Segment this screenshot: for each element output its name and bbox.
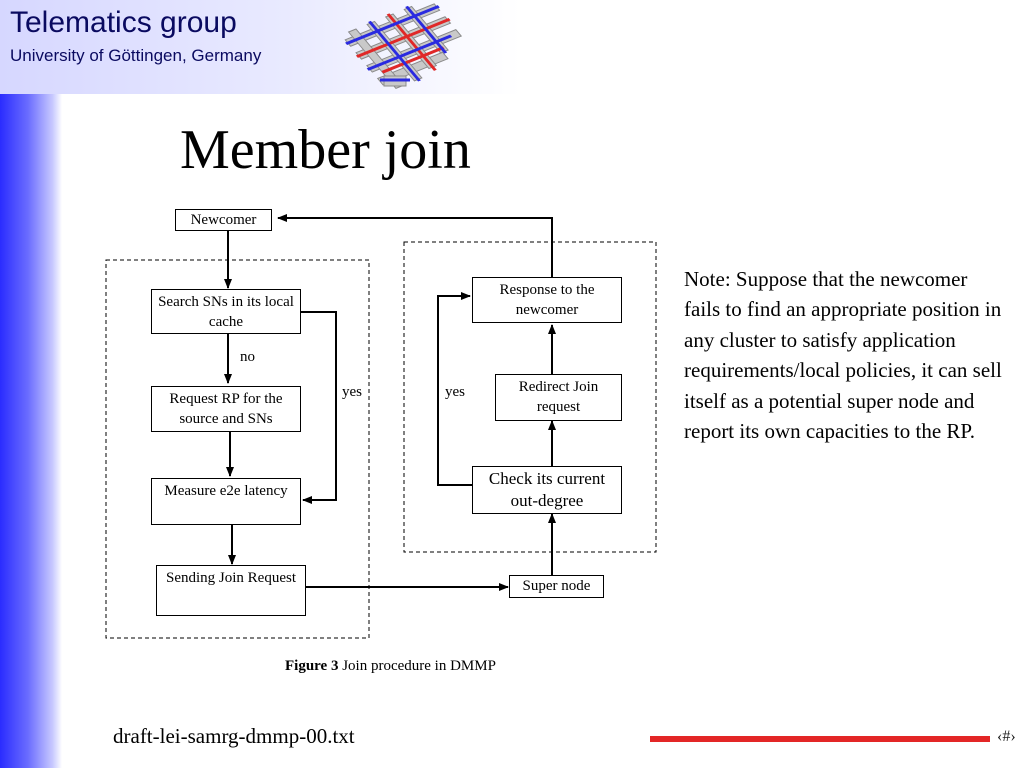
node-measure-latency: Measure e2e latency bbox=[151, 478, 301, 525]
arrow-response-to-newcomer bbox=[277, 214, 553, 277]
figure-caption: Figure 3 Join procedure in DMMP bbox=[285, 658, 496, 675]
org-title: Telematics group bbox=[10, 6, 237, 39]
node-super-node: Super node bbox=[509, 575, 604, 598]
arrow-search-yes-to-measure bbox=[301, 311, 337, 504]
footer-accent-line bbox=[650, 736, 990, 742]
note-text: Note: Suppose that the newcomer fails to… bbox=[684, 267, 1002, 444]
node-redirect-join: Redirect Join request bbox=[495, 374, 622, 421]
edge-label-no: no bbox=[240, 349, 255, 365]
edge-label-yes-right: yes bbox=[445, 384, 465, 400]
super-node-group-frame bbox=[403, 241, 657, 553]
node-newcomer: Newcomer bbox=[175, 209, 272, 231]
footer-filename: draft-lei-samrg-dmmp-00.txt bbox=[113, 724, 355, 748]
org-subtitle: University of Göttingen, Germany bbox=[10, 46, 262, 65]
caption-text: Join procedure in DMMP bbox=[338, 658, 496, 674]
network-grid-logo-icon bbox=[344, 3, 463, 89]
joiner-group-frame bbox=[105, 259, 370, 639]
node-response: Response to the newcomer bbox=[472, 277, 622, 323]
node-check-out-degree: Check its current out-degree bbox=[472, 466, 622, 514]
page-number: ‹#› bbox=[997, 728, 1016, 745]
slide-title: Member join bbox=[180, 119, 471, 181]
node-sending-join: Sending Join Request bbox=[156, 565, 306, 616]
node-search-sns: Search SNs in its local cache bbox=[151, 289, 301, 334]
caption-prefix: Figure 3 bbox=[285, 658, 339, 674]
edge-label-yes-left: yes bbox=[342, 384, 362, 400]
node-request-rp: Request RP for the source and SNs bbox=[151, 386, 301, 432]
arrow-check-yes-to-response bbox=[437, 292, 472, 486]
left-gradient-bar bbox=[0, 0, 62, 768]
